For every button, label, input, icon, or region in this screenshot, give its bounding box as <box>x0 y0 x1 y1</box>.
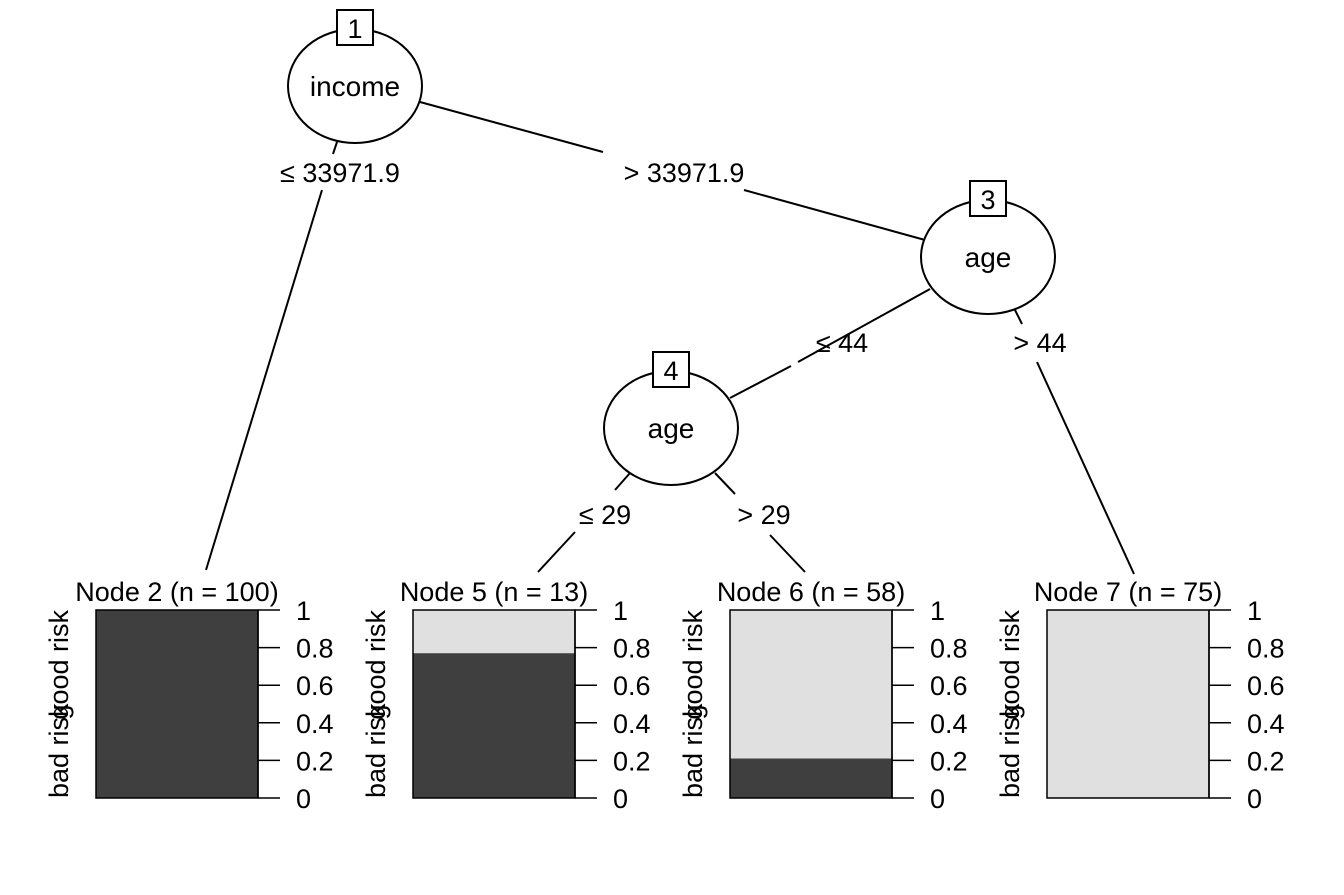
edge-4-to-6 <box>714 472 736 495</box>
edge-1-to-3-lower <box>743 189 926 241</box>
node-id-box <box>336 9 374 46</box>
y-label-bad-risk: bad risk <box>678 703 708 798</box>
node-variable-label: age <box>648 413 695 444</box>
y-tick-label: 1 <box>613 596 628 626</box>
y-label-good-risk: good risk <box>678 610 708 720</box>
y-tick-label: 0 <box>930 784 945 814</box>
y-tick-label: 1 <box>930 596 945 626</box>
split-label-4-right: > 29 <box>737 500 790 530</box>
y-tick-label: 0.6 <box>1247 671 1285 701</box>
y-label-bad-risk: bad risk <box>995 703 1025 798</box>
tree-edges <box>205 101 1135 575</box>
edge-3-to-7 <box>1014 309 1023 325</box>
y-axis: 0 0.2 0.4 0.6 0.8 1 <box>257 596 334 814</box>
y-tick-label: 0.8 <box>1247 634 1285 664</box>
node-id-label: 1 <box>347 14 362 44</box>
node-id-box <box>652 351 690 388</box>
y-tick-label: 0.8 <box>930 634 968 664</box>
inner-node-1: income 1 <box>287 9 423 144</box>
y-tick-label: 0.4 <box>930 709 968 739</box>
edge-3-to-4-lower <box>729 365 792 399</box>
bar-bad-risk <box>413 653 575 798</box>
y-tick-label: 1 <box>1247 596 1262 626</box>
bar-bad-risk <box>96 610 258 798</box>
y-tick-label: 0.4 <box>1247 709 1285 739</box>
y-tick-label: 0.2 <box>296 746 334 776</box>
y-label-bad-risk: bad risk <box>44 703 74 798</box>
terminal-node-title: Node 2 (n = 100) <box>75 577 278 607</box>
node-id-box <box>969 180 1007 217</box>
edge-1-to-2 <box>332 141 338 155</box>
inner-node-3: age 3 <box>920 180 1056 315</box>
y-label-good-risk: good risk <box>44 610 74 720</box>
bar-good-risk <box>1047 610 1209 798</box>
edge-1-to-2-lower <box>205 189 323 571</box>
y-tick-label: 1 <box>296 596 311 626</box>
y-tick-label: 0.8 <box>613 634 651 664</box>
edge-3-to-7-lower <box>1036 361 1135 575</box>
node-variable-label: age <box>965 242 1012 273</box>
terminal-node-6: Node 6 (n = 58) 00.20.40.60.81 bad risk … <box>678 577 968 814</box>
split-label-1-right: > 33971.9 <box>624 158 745 188</box>
edge-3-to-4 <box>797 288 931 363</box>
edge-4-to-5-lower <box>537 531 576 573</box>
y-tick-label: 0.2 <box>613 746 651 776</box>
terminal-node-2: Node 2 (n = 100) 0 0.2 0.4 0.6 0.8 1 bad risk… <box>44 577 334 814</box>
y-tick-label: 0.4 <box>613 709 651 739</box>
terminal-node-5: Node 5 (n = 13) 00.20.40.60.81 bad risk … <box>361 577 651 814</box>
terminal-node-title: Node 7 (n = 75) <box>1034 577 1222 607</box>
inner-node-4: age 4 <box>603 351 739 486</box>
y-tick-label: 0 <box>1247 784 1262 814</box>
y-tick-label: 0.2 <box>930 746 968 776</box>
terminal-node-7: Node 7 (n = 75) 00.20.40.60.81 bad risk … <box>995 577 1285 814</box>
node-id-label: 4 <box>663 356 678 386</box>
y-tick-label: 0.6 <box>296 671 334 701</box>
y-label-good-risk: good risk <box>361 610 391 720</box>
y-axis: 0 0.2 0.4 0.6 0.8 1 <box>1208 596 1285 814</box>
y-tick-label: 0 <box>296 784 311 814</box>
split-label-4-left: ≤ 29 <box>579 500 631 530</box>
y-axis: 0 0.2 0.4 0.6 0.8 1 <box>891 596 968 814</box>
edge-1-to-3 <box>419 101 604 153</box>
split-label-1-left: ≤ 33971.9 <box>280 158 400 188</box>
y-axis: 0 0.2 0.4 0.6 0.8 1 <box>574 596 651 814</box>
y-tick-label: 0.6 <box>613 671 651 701</box>
node-id-label: 3 <box>980 185 995 215</box>
split-label-3-right: > 44 <box>1013 328 1066 358</box>
y-tick-label: 0.8 <box>296 634 334 664</box>
edge-4-to-6-lower <box>769 534 806 573</box>
y-label-bad-risk: bad risk <box>361 703 391 798</box>
y-tick-label: 0.2 <box>1247 746 1285 776</box>
terminal-node-title: Node 5 (n = 13) <box>400 577 588 607</box>
y-tick-label: 0.6 <box>930 671 968 701</box>
terminal-node-title: Node 6 (n = 58) <box>717 577 905 607</box>
bar-bad-risk <box>730 758 892 798</box>
y-tick-label: 0.4 <box>296 709 334 739</box>
node-variable-label: income <box>310 71 400 102</box>
edge-4-to-5 <box>614 472 631 491</box>
split-label-3-left: ≤ 44 <box>816 328 868 358</box>
y-label-good-risk: good risk <box>995 610 1025 720</box>
y-tick-label: 0 <box>613 784 628 814</box>
